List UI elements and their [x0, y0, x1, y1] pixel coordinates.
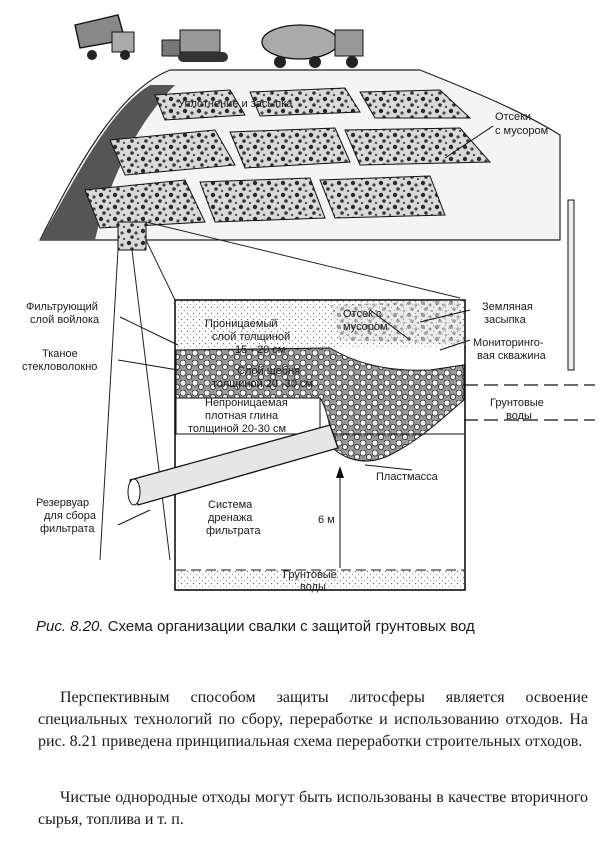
label-clay-2: плотная глина [205, 410, 279, 422]
label-plastic: Пластмасса [376, 471, 439, 483]
label-drainage-1: Система [208, 499, 253, 511]
label-gravel-2: толщиной 20 -30 см [212, 378, 313, 390]
label-drainage-3: фильтрата [206, 525, 261, 537]
figure-caption: Рис. 8.20. Схема организации свалки с за… [36, 618, 596, 635]
label-permeable-3: 15 - 20 см [235, 344, 285, 356]
label-gravel-1: Слой щебня [237, 365, 300, 377]
label-groundwater-right-1: Грунтовые [490, 397, 544, 409]
label-groundwater-right-2: воды [506, 410, 532, 422]
label-cell-2: мусором [343, 321, 388, 333]
landfill-diagram: Уплотнение и засыпка Отсеки с мусором [0, 0, 612, 610]
label-earth-fill-1: Земляная [482, 301, 533, 313]
label-clay-3: толщиной 20-30 см [188, 423, 286, 435]
label-drainage-2: дренажа [208, 512, 253, 524]
label-cells-1: Отсеки [495, 111, 531, 123]
figure-number: Рис. 8.20. [36, 618, 104, 635]
label-fiberglass-1: Тканое [42, 348, 78, 360]
label-permeable-1: Проницаемый [205, 318, 278, 330]
body-paragraph-2: Чистые однородные отходы могут быть испо… [38, 787, 588, 831]
label-compaction: Уплотнение и засыпка [178, 98, 293, 110]
label-monitoring-1: Мониторинго- [473, 337, 544, 349]
body-paragraph-1: Перспективным способом защиты литосферы … [38, 687, 588, 753]
label-reservoir-1: Резервуар [36, 497, 89, 509]
label-reservoir-3: фильтрата [40, 523, 95, 535]
label-reservoir-2: для сбора [44, 510, 97, 522]
label-filter-felt-1: Фильтрующий [26, 301, 98, 313]
label-groundwater-bottom-1: Грунтовые [283, 569, 337, 581]
label-clay-1: Непроницаемая [205, 397, 288, 409]
bulldozer-icon [162, 30, 228, 62]
monitoring-well-pole [568, 200, 574, 370]
label-monitoring-2: вая скважина [477, 350, 547, 362]
dump-truck-icon [75, 15, 134, 60]
label-earth-fill-2: засыпка [484, 314, 527, 326]
figure-caption-text: Схема организации свалки с защитой грунт… [108, 618, 475, 635]
label-groundwater-bottom-2: воды [300, 581, 326, 593]
label-depth: 6 м [318, 514, 335, 526]
label-filter-felt-2: слой войлока [30, 314, 100, 326]
label-cells-2: с мусором [495, 125, 548, 137]
label-cell-1: Отсек с [343, 308, 382, 320]
concrete-mixer-truck-icon [262, 25, 363, 68]
label-fiberglass-2: стекловолокно [22, 361, 97, 373]
label-permeable-2: слой толщиной [212, 331, 290, 343]
